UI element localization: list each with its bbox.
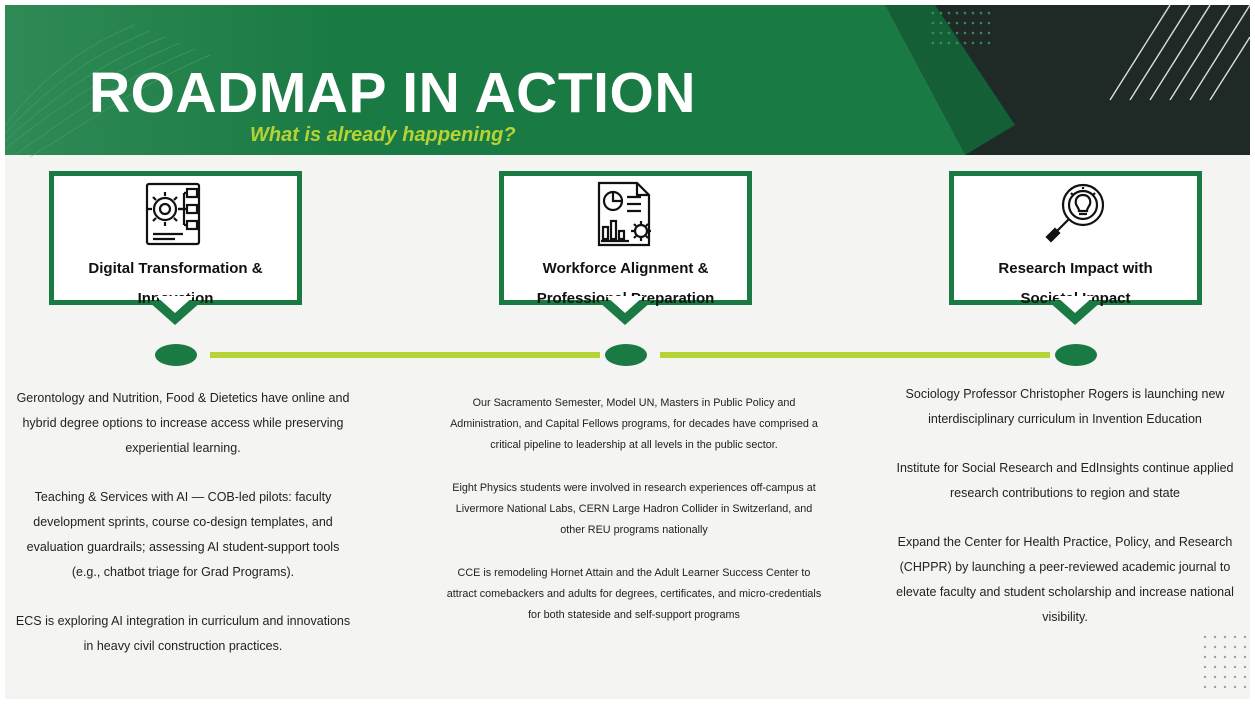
gear-lightbulb-flowchart-icon [145,182,200,246]
card-pointer [1048,296,1102,325]
pillar-title-line1: Workforce Alignment & [542,260,709,277]
pillar-paragraph: Teaching & Services with AI — COB-led pi… [26,490,340,579]
timeline-node [1055,344,1097,366]
pillar-title-line1: Digital Transformation & [88,260,263,277]
slide: ROADMAP IN ACTION What is already happen… [5,5,1250,699]
timeline-node [155,344,197,366]
pillar-card-digital: Digital Transformation & Innovation [49,171,302,307]
pillar-paragraph: Sociology Professor Christopher Rogers i… [905,387,1225,426]
pillar-column-digital: Gerontology and Nutrition, Food & Dietet… [13,386,353,659]
decorative-dot-grid [1203,635,1247,689]
pillar-paragraph: ECS is exploring AI integration in curri… [15,614,351,653]
pillar-card-workforce: Workforce Alignment & Professional Prepa… [499,171,752,307]
pillar-card-research: Research Impact with Societal Impact [949,171,1202,307]
page-title: ROADMAP IN ACTION [89,61,696,125]
pillar-paragraph: Eight Physics students were involved in … [452,482,816,536]
pillar-paragraph: CCE is remodeling Hornet Attain and the … [446,567,822,621]
report-chart-gear-icon [597,181,651,247]
pillar-paragraph: Expand the Center for Health Practice, P… [896,535,1234,624]
page-subtitle: What is already happening? [250,124,516,146]
card-pointer [598,296,652,325]
magnifier-lightbulb-icon [1044,183,1104,243]
pillar-paragraph: Our Sacramento Semester, Model UN, Maste… [450,397,818,451]
pillar-column-research: Sociology Professor Christopher Rogers i… [895,382,1235,630]
timeline-node [605,344,647,366]
pillar-title-line1: Research Impact with [998,260,1153,277]
pillar-column-workforce: Our Sacramento Semester, Model UN, Maste… [445,393,823,626]
timeline-segment [210,352,600,358]
card-pointer [148,296,202,325]
header-banner [5,5,1250,158]
timeline-segment [660,352,1050,358]
pillar-paragraph: Gerontology and Nutrition, Food & Dietet… [16,391,350,455]
pillar-paragraph: Institute for Social Research and EdInsi… [896,461,1234,500]
